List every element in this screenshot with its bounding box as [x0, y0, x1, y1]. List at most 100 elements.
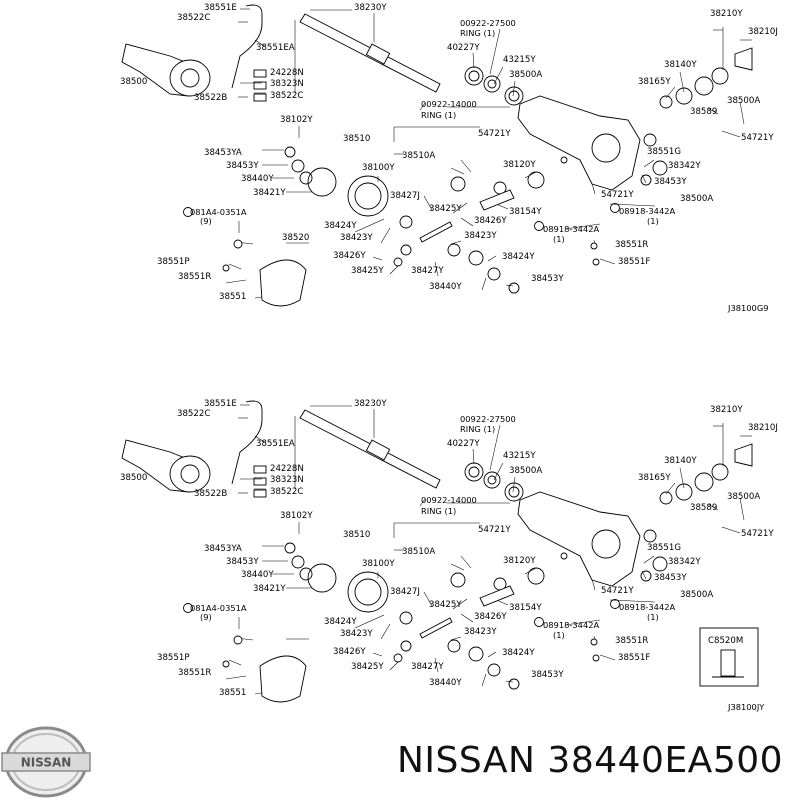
seal-ring-inner: [487, 475, 497, 485]
part-label: 38551EA: [256, 439, 295, 449]
part-label: 38520: [282, 233, 309, 243]
logo-wordmark: NISSAN: [21, 756, 72, 770]
part-label: RING (1): [460, 28, 495, 38]
part-label: 38426Y: [474, 216, 507, 226]
leader-line: [452, 202, 468, 214]
part-label: 38500A: [680, 590, 713, 600]
seal-ring: [504, 482, 524, 502]
part-label: 08918-3442A: [543, 620, 600, 630]
part-label: 38427J: [390, 587, 420, 597]
seal-ring: [464, 462, 484, 482]
part-label: (9): [200, 612, 212, 622]
part-label: 38440Y: [429, 282, 462, 292]
part-label: 38102Y: [280, 511, 313, 521]
part-label: 54721Y: [741, 529, 774, 539]
washer: [450, 176, 466, 192]
part-label: 43215Y: [503, 451, 536, 461]
leader-line: [450, 563, 465, 571]
part-label: 38423Y: [340, 629, 373, 639]
bolt: [233, 239, 243, 249]
part-label: 38522C: [270, 487, 303, 497]
washer: [284, 146, 296, 158]
part-label: 38551F: [618, 653, 650, 663]
seal-ring-inner: [508, 90, 520, 102]
ring-gear: [347, 175, 389, 217]
part-label: 40227Y: [447, 439, 480, 449]
part-label: 38453Y: [654, 177, 687, 187]
leader-line: [489, 28, 501, 75]
leader-line: [419, 102, 426, 111]
part-label: 38500A: [509, 466, 542, 476]
washer: [393, 653, 403, 663]
clip: [253, 489, 267, 498]
shaft-joint: [365, 43, 391, 65]
part-label: 24228N: [270, 68, 304, 78]
part-label: 54721Y: [478, 129, 511, 139]
part-label: 38424Y: [502, 252, 535, 262]
part-label: 38426Y: [333, 251, 366, 261]
part-label: 38453Y: [654, 573, 687, 583]
leader-line: [225, 675, 247, 680]
part-label: 38440Y: [429, 678, 462, 688]
part-label: 38165Y: [638, 473, 671, 483]
seal-ring-inner: [468, 70, 480, 82]
part-label: 38230Y: [354, 3, 387, 13]
washer: [299, 567, 313, 581]
n-marker: [534, 617, 544, 627]
bolt: [592, 258, 600, 266]
part-label: 38210J: [748, 27, 778, 37]
part-label: 38510: [343, 530, 370, 540]
washer: [527, 567, 545, 585]
part-label: (1): [553, 630, 565, 640]
part-label: 38210Y: [710, 405, 743, 415]
leader-line: [679, 467, 685, 489]
bearing-ring: [640, 570, 652, 582]
part-label: 38323N: [270, 475, 304, 485]
part-label: 38421Y: [253, 584, 286, 594]
part-label: 38551R: [178, 668, 211, 678]
part-label: 38120Y: [503, 160, 536, 170]
part-label: 00922-14000: [421, 99, 477, 109]
part-label: (1): [647, 216, 659, 226]
leader-line: [450, 636, 462, 641]
part-label: 38154Y: [509, 603, 542, 613]
bearing-ring: [659, 491, 673, 505]
washer: [487, 267, 501, 281]
clip: [253, 465, 267, 474]
part-label: 38551R: [178, 272, 211, 282]
leader-line: [380, 227, 391, 244]
rear-cover: [259, 655, 307, 703]
bearing-ring: [711, 67, 729, 85]
part-label: 38100Y: [362, 163, 395, 173]
part-label: RING (1): [421, 110, 456, 120]
part-label: 38453Y: [226, 557, 259, 567]
inset-label: C8520M: [708, 636, 743, 646]
part-label: 38100Y: [362, 559, 395, 569]
washer: [487, 663, 501, 677]
part-label: 38423Y: [464, 627, 497, 637]
part-label: 38551: [219, 688, 246, 698]
bearing-ring: [640, 174, 652, 186]
diagram-code: J38100JY: [727, 702, 765, 712]
leader-line: [460, 159, 472, 173]
bolt: [590, 242, 598, 250]
part-label: 38426Y: [333, 647, 366, 657]
leader-line: [481, 673, 487, 687]
leader-line: [472, 448, 475, 465]
leader-line: [739, 497, 745, 521]
part-label: 08918-3442A: [619, 206, 676, 216]
bearing-ring: [652, 160, 668, 176]
bearing-ring: [643, 133, 657, 147]
washer: [527, 171, 545, 189]
leader-line: [489, 424, 501, 471]
breather-hose: [231, 4, 263, 89]
n-marker: [610, 599, 620, 609]
leader-line: [419, 498, 426, 507]
leader-line: [643, 555, 655, 564]
leader-line: [423, 195, 433, 211]
part-label: 38551E: [204, 399, 237, 409]
part-label: 38551R: [615, 240, 648, 250]
part-label: 38120Y: [503, 556, 536, 566]
part-label: 38425Y: [351, 266, 384, 276]
seal-ring: [483, 75, 501, 93]
